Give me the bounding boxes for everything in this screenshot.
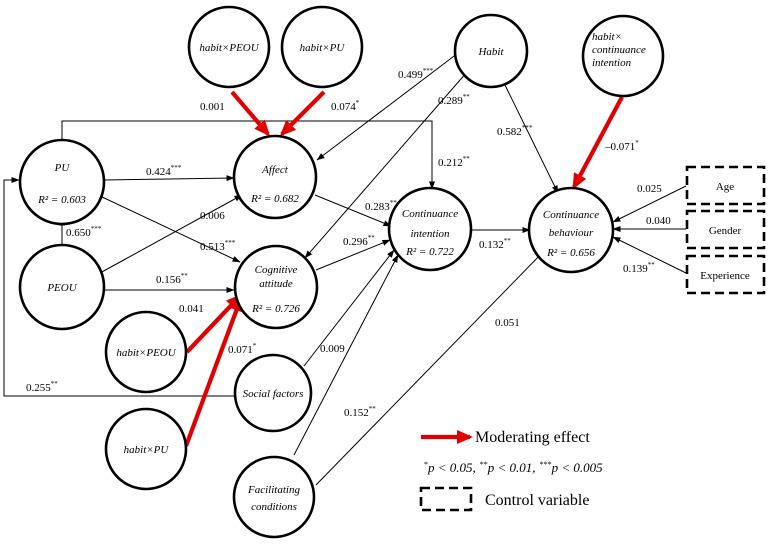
node-habit: Habit xyxy=(453,13,529,89)
edge-social-pu xyxy=(3,177,236,397)
legend-control-box xyxy=(419,486,473,512)
node-label-1: Cognitive xyxy=(255,264,298,276)
coef-hpeou-cog: 0.041 xyxy=(179,303,204,315)
node-label: Affect xyxy=(261,164,289,176)
node-affect: Affect R² = 0.682 xyxy=(232,134,318,220)
edge-habit-cog xyxy=(304,71,468,259)
node-label-3: intention xyxy=(592,57,632,69)
node-label-2: conditions xyxy=(251,501,297,513)
moderating-hci-cb xyxy=(572,96,624,190)
coef-age-cb: 0.025 xyxy=(637,183,662,195)
legend-moderating-label: Moderating effect xyxy=(475,429,590,446)
node-r2: R² = 0.682 xyxy=(250,193,299,205)
node-habit-x-continuance-intention: habit× continuance intention xyxy=(581,14,665,98)
edge-pu-affect xyxy=(103,175,235,182)
coef-habit-affect: 0.499*** xyxy=(398,67,434,81)
edge-age-cb xyxy=(612,185,687,223)
edge-pu-cog xyxy=(99,195,241,263)
coef-cog-ci: 0.296** xyxy=(343,234,375,248)
coef-fac-cb: 0.051 xyxy=(495,317,520,329)
coef-social-cog: 0.071* xyxy=(228,342,257,356)
coef-ci-cb: 0.132** xyxy=(479,237,511,251)
coef-habit-cog: 0.289** xyxy=(438,93,470,107)
control-experience: Experience xyxy=(685,254,766,295)
moderating-hpu-affect xyxy=(279,90,326,137)
node-peou: PEOU xyxy=(18,243,106,331)
node-label-2: behaviour xyxy=(549,227,594,239)
edge-peou-affect xyxy=(99,194,243,274)
node-social-factors: Social factors xyxy=(233,353,313,433)
coef-hci-cb: –0.071* xyxy=(604,139,639,153)
node-label-2: continuance xyxy=(592,44,646,56)
node-continuance-behaviour: Continuance behaviour R² = 0.656 xyxy=(527,186,615,274)
edge-pu-ci xyxy=(61,120,435,190)
control-age: Age xyxy=(685,165,766,206)
edge-habit-cb xyxy=(503,82,559,194)
edge-fac-cb xyxy=(315,249,546,486)
node-habit-x-pu-top: habit×PU xyxy=(280,5,364,89)
node-facilitating-conditions: Facilitating conditions xyxy=(232,455,316,539)
node-label: habit×PEOU xyxy=(199,42,259,54)
control-label: Age xyxy=(716,181,734,193)
node-label: PEOU xyxy=(46,282,77,294)
node-pu: PU R² = 0.603 xyxy=(18,138,106,226)
edge-fac-ci xyxy=(293,254,399,456)
node-label-2: attitude xyxy=(259,278,293,290)
coef-pu-affect: 0.424*** xyxy=(146,164,182,178)
node-habit-x-peou-bottom: habit×PEOU xyxy=(104,310,188,394)
coef-affect-ci: 0.283** xyxy=(365,199,397,213)
coef-pu-ci: 0.212** xyxy=(438,155,470,169)
coef-social-pu: 0.255** xyxy=(26,380,58,394)
node-label: Social factors xyxy=(243,388,304,400)
node-label-1: Continuance xyxy=(543,209,599,221)
coef-fac-ci: 0.152** xyxy=(344,405,376,419)
node-r2: R² = 0.656 xyxy=(546,247,595,259)
node-label-2: intention xyxy=(410,228,450,240)
node-r2: R² = 0.722 xyxy=(405,246,454,258)
node-label: habit×PEOU xyxy=(116,347,176,359)
legend-control-label: Control variable xyxy=(485,492,589,509)
coef-hpu-affect: 0.074* xyxy=(331,99,360,113)
node-habit-x-peou-top: habit×PEOU xyxy=(187,5,271,89)
edge-cog-ci xyxy=(315,239,391,271)
moderating-hpu-cog xyxy=(184,295,244,447)
node-r2: R² = 0.726 xyxy=(251,303,300,315)
edge-exp-cb xyxy=(612,236,687,274)
edge-affect-ci xyxy=(314,194,392,227)
edge-social-ci xyxy=(303,249,395,367)
coef-exp-cb: 0.139** xyxy=(623,261,655,275)
node-label-1: Facilitating xyxy=(247,484,300,496)
node-cognitive-attitude: Cognitive attitude R² = 0.726 xyxy=(233,244,319,330)
node-label-1: habit× xyxy=(592,31,622,43)
node-label: Habit xyxy=(477,46,504,58)
node-label: habit×PU xyxy=(300,42,346,54)
node-label: habit×PU xyxy=(124,444,170,456)
coef-social-ci: 0.009 xyxy=(320,343,345,355)
node-r2: R² = 0.603 xyxy=(37,194,86,206)
coef-pu-cog: 0.513*** xyxy=(200,239,236,253)
legend-significance: *p < 0.05,**p < 0.01,***p < 0.005 xyxy=(424,460,603,475)
legend: Moderating effect *p < 0.05,**p < 0.01,*… xyxy=(419,429,603,512)
coef-hpeou-affect: 0.001 xyxy=(200,101,225,113)
control-label: Gender xyxy=(709,225,742,237)
node-label-1: Continuance xyxy=(402,208,458,220)
moderating-hpeou-affect xyxy=(230,90,270,137)
coef-peou-pu: 0.650*** xyxy=(66,225,102,239)
coef-gender-cb: 0.040 xyxy=(646,215,671,227)
node-label: PU xyxy=(54,162,71,174)
coef-peou-cog: 0.156** xyxy=(156,272,188,286)
control-gender: Gender xyxy=(685,209,766,250)
node-habit-x-pu-bottom: habit×PU xyxy=(104,407,188,491)
coef-peou-affect: 0.006 xyxy=(200,210,225,222)
control-label: Experience xyxy=(700,270,750,282)
edge-habit-affect xyxy=(316,49,463,161)
node-continuance-intention: Continuance intention R² = 0.722 xyxy=(387,186,473,272)
coef-habit-cb: 0.582*** xyxy=(497,124,533,138)
